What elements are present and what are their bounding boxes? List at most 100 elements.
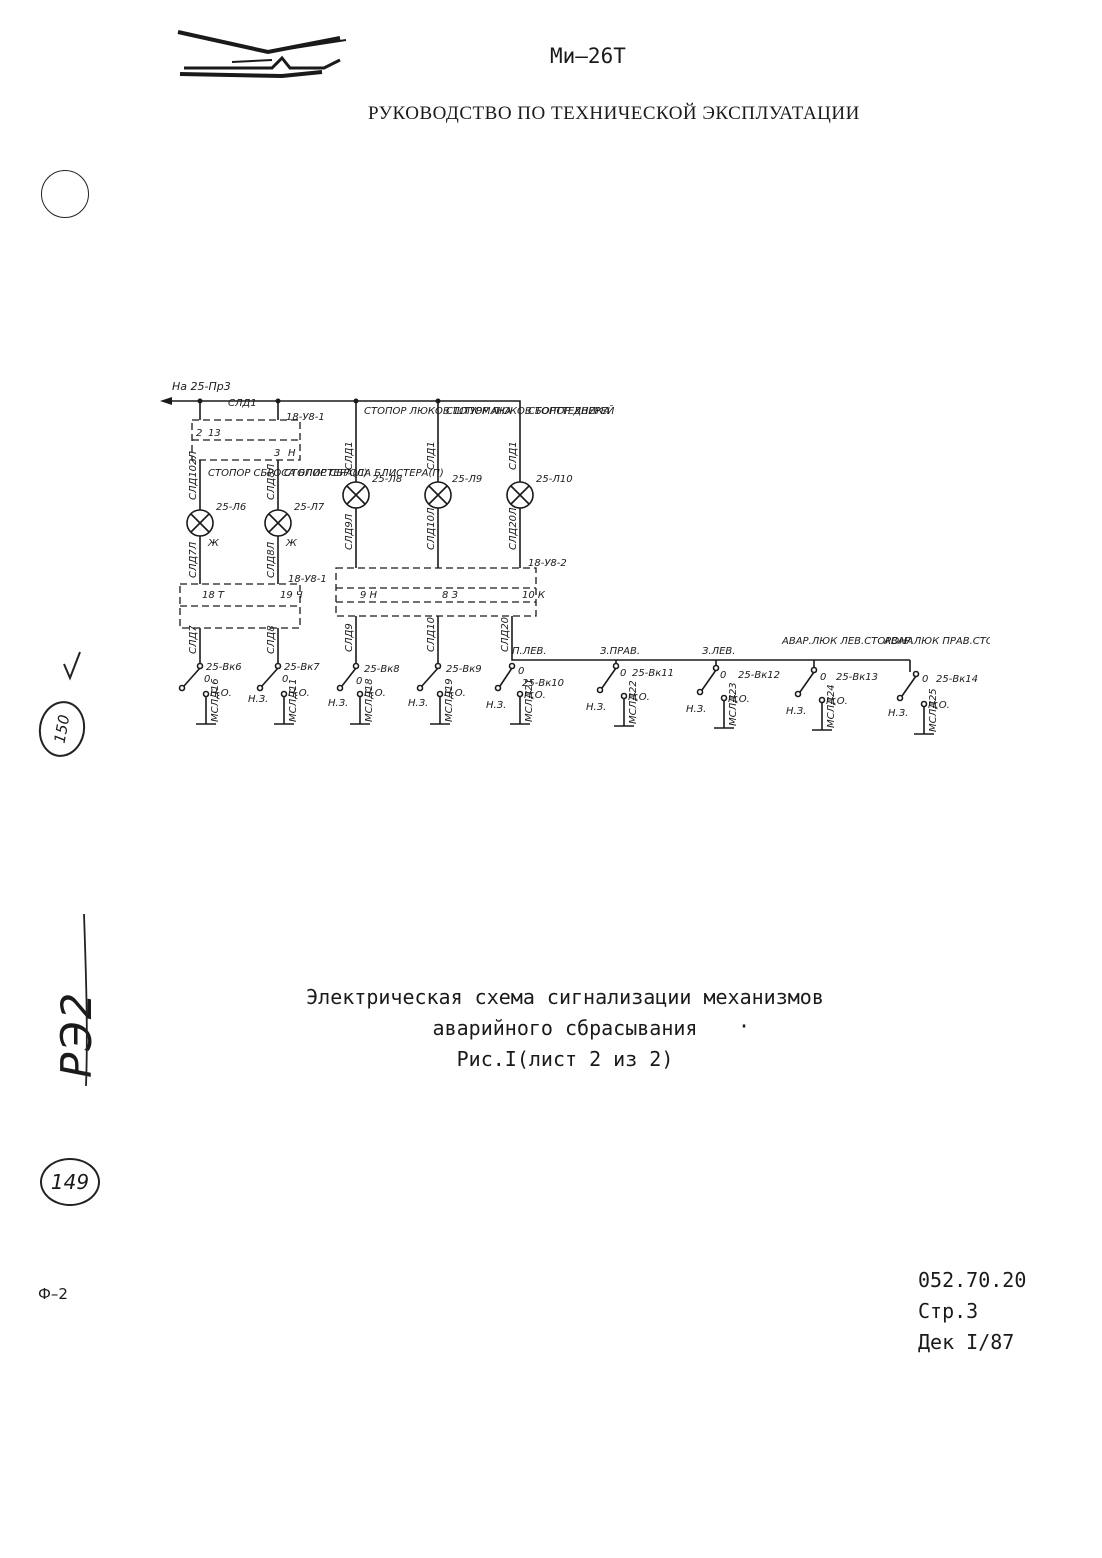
contact-label: Н.З. [248,694,268,705]
figure-caption-line3: Рис.I(лист 2 из 2) [456,1047,674,1071]
helicopter-logo [177,30,347,79]
switch-icon [596,662,634,727]
lamp-icon [424,481,452,509]
contact-label: 0 [204,674,210,685]
contact-label: Н.О. [728,694,750,705]
wire-label: СЛД10Л [426,507,437,550]
contact-label: Н.О. [826,696,848,707]
contact-label: 0 [820,672,826,683]
wire-label: СЛД1 [426,441,437,470]
switch-icon [256,662,294,725]
figure-caption-line1: Электрическая схема сигнализации механиз… [306,985,824,1009]
contact-label: Н.О. [364,688,386,699]
lamp-icon [264,509,292,537]
switch-icon [336,662,370,725]
circled-page-number: 149 [40,1158,100,1206]
switch-title: АВАР.ЛЮК ПРАВ.СТОРОНА [883,636,990,647]
switch-id: 25-Вк11 [632,668,674,679]
lamp-title: СТОПОР ЛЮКОВ БОРТТЕХНИКА [446,406,610,417]
contact-label: Н.З. [328,698,348,709]
connector-mid-right-label: 18-У8-2 [528,558,567,569]
contact-label: 0 [720,670,726,681]
wire-label: СЛД9Л [344,513,355,550]
pin-label: 2 [196,428,202,439]
switch-id: 25-Вк7 [284,662,320,673]
ground-label: МСЛД11 [288,678,299,722]
lamp-title: СТОПОР ЛЮКОВ ШТУРМАНА [364,406,512,417]
contact-label: 0 [356,676,362,687]
lamp-title: СТОПОР ДВЕРЕЙ [528,404,615,417]
switch-id: 25-Вк14 [936,674,978,685]
pin-label: 3 [274,448,280,459]
wire-label: СЛД8Л [266,463,277,500]
wire-label: СЛД8 [266,625,277,654]
contact-label: Н.О. [628,692,650,703]
switch-title: З.ПРАВ. [600,646,640,657]
switch-id: 25-Вк9 [446,664,482,675]
switch-id: 25-Вк6 [206,662,242,673]
lamp-title: СТОПОР СБРОСА БЛИСТЕРА(П) [284,468,444,479]
ground-label: МСЛД25 [928,688,939,732]
document-identifier-block: 052.70.20 Стр.3 Дек I/87 [918,1265,1026,1358]
contact-label: Н.З. [786,706,806,717]
pin-label: 8 З [442,590,459,601]
circled-note: 150 [34,697,90,761]
contact-label: Н.З. [586,702,606,713]
form-code: Ф–2 [38,1285,68,1303]
switch-icon [696,664,734,729]
contact-label: Н.О. [444,688,466,699]
contact-label: 0 [518,666,524,677]
document-number: 052.70.20 [918,1268,1027,1292]
switch-id: 25-Вк8 [364,664,400,675]
figure-caption-line2: аварийного сбрасывания [432,1016,698,1040]
contact-label: Н.З. [486,700,506,711]
lamp-icon [186,509,214,537]
switch-id: 25-Вк10 [522,678,564,689]
contact-label: Н.О. [524,690,546,701]
pin-label: Н [288,448,296,459]
ground-label: МСЛД19 [444,678,455,722]
wire-label: СЛД102Л [188,451,199,500]
wire-label: СЛД1 [508,441,519,470]
lamp-color: Ж [207,538,220,549]
switch-icon [794,666,832,731]
switch-icon [416,662,450,725]
lamp-icon [342,481,370,509]
feed-label: На 25-Пр3 [172,380,231,393]
ground-label: МСЛД18 [364,678,375,722]
punch-hole-icon [41,170,89,218]
pin-label: 18 Т [202,590,225,601]
wire-label: СЛД1 [344,441,355,470]
wire-label: СЛД9 [344,623,355,652]
ground-label: МСЛД22 [628,680,639,724]
ground-label: МСЛД16 [210,678,221,722]
contact-label: Н.З. [408,698,428,709]
contact-label: 0 [282,674,288,685]
pin-label: 13 [208,428,221,439]
contact-label: Н.О. [928,700,950,711]
wire-label: СЛД20Л [508,507,519,550]
revision-date: Дек I/87 [918,1330,1015,1354]
switch-icon [896,670,934,735]
caption-mark: · [738,1014,751,1038]
page-number: Стр.3 [918,1299,979,1323]
bus-label: СЛД1 [228,398,257,409]
aircraft-model: Ми–26Т [550,44,626,68]
lamp-title: СТОПОР СБРОСА БЛИСТЕРА(Л) [208,468,368,479]
ground-label: МСЛД21 [524,678,535,722]
connector-top-label: 18-У8-1 [286,412,325,423]
lamp-id: 25-Л6 [216,502,246,513]
switch-title: П.ЛЕВ. [512,646,547,657]
lamp-id: 25-Л10 [536,474,573,485]
wire-label: СЛД10 [426,617,437,652]
manual-title: РУКОВОДСТВО ПО ТЕХНИЧЕСКОЙ ЭКСПЛУАТАЦИИ [368,103,860,124]
lamp-id: 25-Л9 [452,474,482,485]
switch-icon [178,662,216,725]
lamp-id: 25-Л8 [372,474,402,485]
lamp-id: 25-Л7 [294,502,325,513]
wire-label: СЛД7Л [188,541,199,578]
wire-label: СЛД7 [188,625,199,654]
wire-label: СЛД8Л [266,541,277,578]
contact-label: Н.З. [686,704,706,715]
connector-mid-left-label: 18-У8-1 [288,574,327,585]
